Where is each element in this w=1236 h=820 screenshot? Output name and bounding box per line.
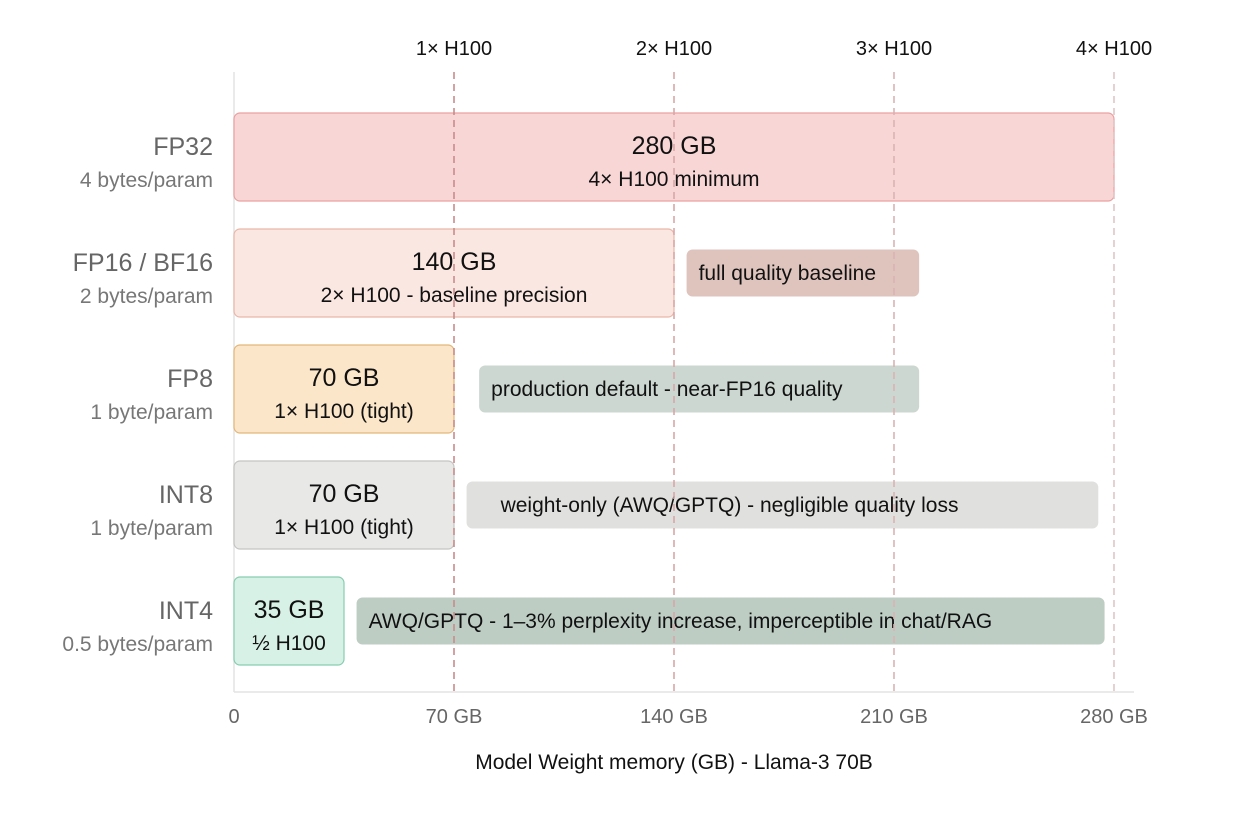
reference-label-3: 4× H100 [1076, 38, 1152, 60]
note-box-1 [686, 249, 920, 297]
bar-value-label-3: 70 GB [309, 480, 380, 508]
x-tick-label-0: 0 [228, 706, 239, 728]
bar-detail-label-3: 1× H100 (tight) [274, 516, 414, 539]
row-label-2: FP8 [167, 365, 213, 393]
bar-detail-label-4: ½ H100 [252, 632, 326, 655]
reference-label-0: 1× H100 [416, 38, 492, 60]
x-tick-label-2: 140 GB [640, 706, 708, 728]
bar-detail-label-2: 1× H100 (tight) [274, 400, 414, 423]
row-sublabel-1: 2 bytes/param [80, 285, 213, 308]
row-sublabel-4: 0.5 bytes/param [62, 633, 213, 656]
note-text-3: weight-only (AWQ/GPTQ) - negligible qual… [500, 494, 959, 517]
x-tick-label-4: 280 GB [1080, 706, 1148, 728]
note-box-4 [356, 597, 1105, 645]
x-axis-title: Model Weight memory (GB) - Llama-3 70B [475, 751, 873, 774]
row-sublabel-0: 4 bytes/param [80, 169, 213, 192]
row-label-1: FP16 / BF16 [73, 249, 213, 277]
row-sublabel-2: 1 byte/param [90, 401, 213, 424]
reference-label-2: 3× H100 [856, 38, 932, 60]
note-text-2: production default - near-FP16 quality [491, 378, 843, 401]
row-sublabel-3: 1 byte/param [90, 517, 213, 540]
row-label-3: INT8 [159, 481, 213, 509]
x-tick-label-1: 70 GB [426, 706, 483, 728]
note-box-2 [479, 365, 920, 413]
bar-4 [233, 576, 345, 666]
bar-value-label-2: 70 GB [309, 364, 380, 392]
x-tick-label-3: 210 GB [860, 706, 928, 728]
reference-label-1: 2× H100 [636, 38, 712, 60]
bar-detail-label-0: 4× H100 minimum [589, 168, 760, 191]
note-text-4: AWQ/GPTQ - 1–3% perplexity increase, imp… [369, 610, 993, 633]
bar-detail-label-1: 2× H100 - baseline precision [321, 284, 588, 307]
note-text-1: full quality baseline [699, 262, 876, 285]
row-label-4: INT4 [159, 597, 213, 625]
note-box-3 [466, 481, 1099, 529]
bar-value-label-4: 35 GB [254, 596, 325, 624]
row-label-0: FP32 [153, 133, 213, 161]
